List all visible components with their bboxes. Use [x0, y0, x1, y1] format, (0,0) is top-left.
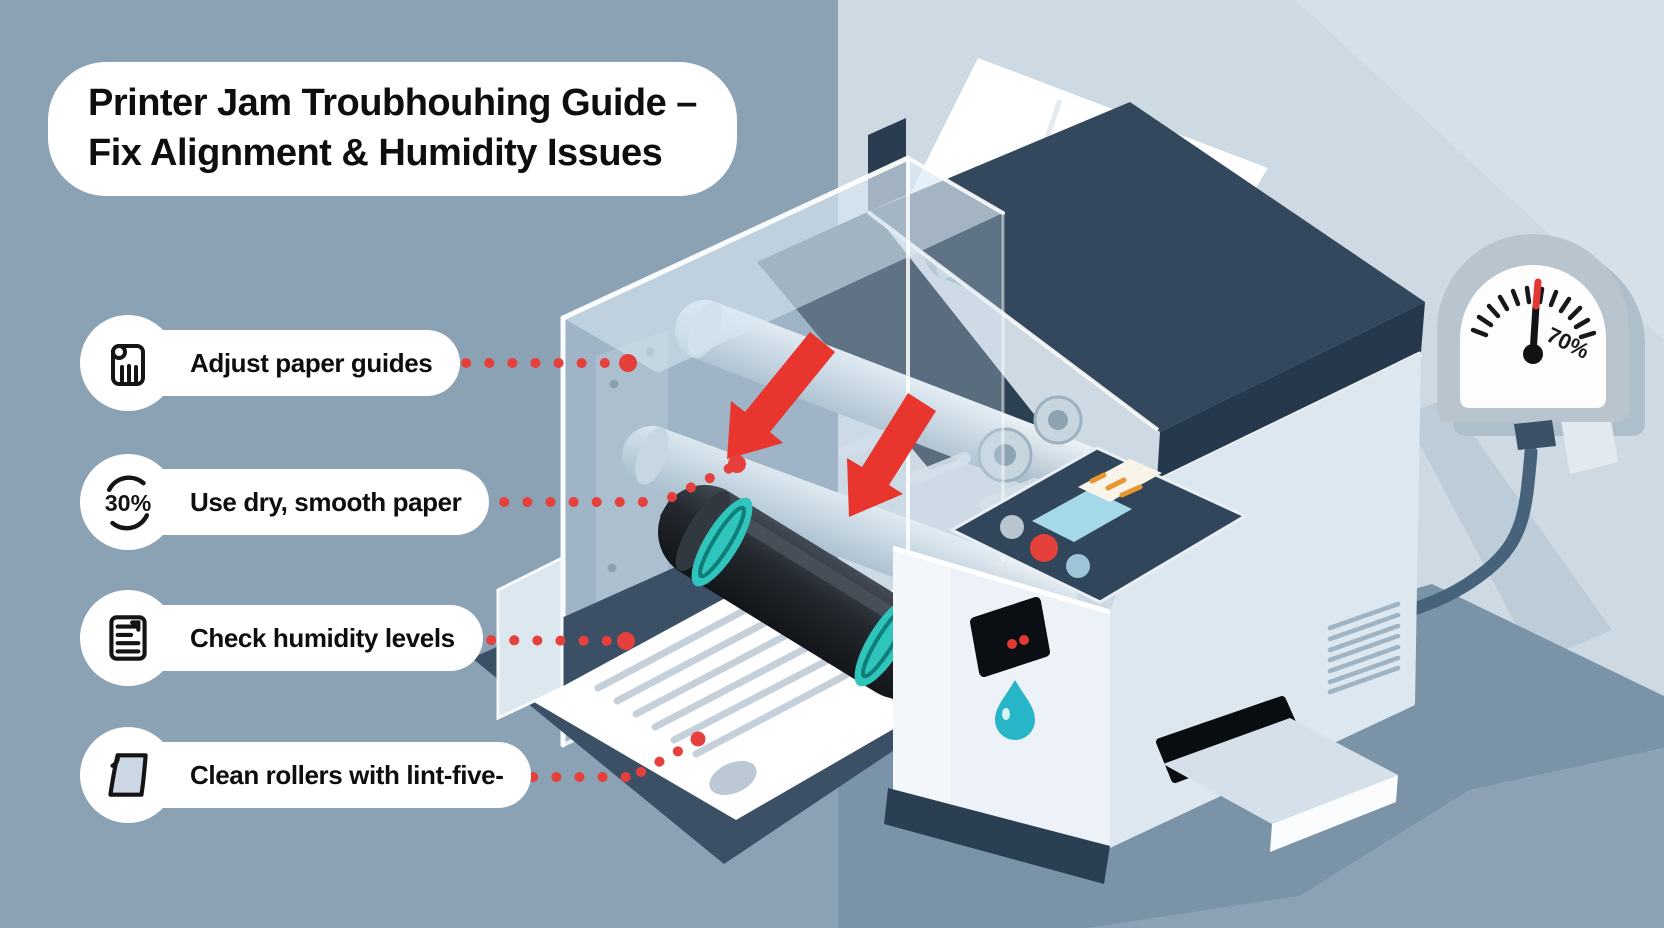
panel-screen [1032, 489, 1132, 542]
panel-button-red [1030, 534, 1058, 562]
step-4-label: Clean rollers with lint-five- [190, 759, 504, 790]
title-line-2: Fix Alignment & Humidity Issues [88, 132, 663, 175]
teal-ring-left [691, 497, 753, 587]
humidity-gauge: 70% [1437, 234, 1645, 474]
fuser-roller [658, 485, 947, 699]
step-1-icon-circle [80, 315, 176, 411]
title-line-1: Printer Jam Troubhouhing Guide – [88, 82, 697, 124]
status-display [970, 597, 1050, 677]
document-lines-icon [109, 615, 147, 661]
step-adjust-paper-guides: Adjust paper guides [80, 315, 461, 411]
printer-top-cover [868, 102, 1425, 432]
step-clean-rollers: Clean rollers with lint-five- [80, 727, 532, 823]
tower-right-face [1110, 352, 1421, 848]
step-check-humidity: Check humidity levels [80, 590, 483, 686]
tower-left-face [893, 548, 950, 818]
floor [1088, 748, 1664, 928]
paper-stamp [709, 760, 757, 796]
paper-guide-icon [111, 344, 145, 386]
jam-arrow-left [727, 332, 835, 459]
printer [472, 58, 1425, 884]
gauge-ticks [1470, 285, 1597, 340]
jam-arrows [727, 332, 936, 517]
gauge-wall-shadow [1404, 398, 1612, 662]
printer-top-lip [1157, 302, 1425, 480]
tower-top-edge [892, 545, 1111, 615]
paper-sheet-icon [108, 753, 148, 797]
tower-base [884, 788, 1110, 884]
panel-button-blue [1066, 554, 1090, 578]
jam-arrow-right [847, 393, 936, 517]
step-2-icon-circle: 30% [80, 454, 176, 550]
gauge-stand [1514, 420, 1556, 450]
step-3-label: Check humidity levels [190, 622, 455, 653]
step-1-label: Adjust paper guides [190, 347, 433, 378]
control-panel [948, 446, 1249, 604]
humidity-percent-text: 30% [105, 490, 152, 516]
gauge-pivot [1523, 344, 1543, 364]
paper-tray [1163, 718, 1398, 852]
title-bubble: Printer Jam Troubhouhing Guide – Fix Ali… [48, 62, 737, 197]
humidity-percent-icon: 30% [105, 475, 152, 531]
ink-drop-icon [995, 680, 1035, 740]
panel-button-gray [1000, 515, 1024, 539]
step-2-label: Use dry, smooth paper [190, 486, 462, 517]
step-4-icon-circle [80, 727, 176, 823]
step-use-dry-paper: 30% Use dry, smooth paper [80, 454, 490, 550]
gauge-needle-tip [1532, 278, 1542, 310]
side-vents [1327, 601, 1401, 695]
indicator-dashes [1089, 472, 1143, 498]
leader-line-3 [463, 635, 623, 646]
step-3-icon-circle [80, 590, 176, 686]
